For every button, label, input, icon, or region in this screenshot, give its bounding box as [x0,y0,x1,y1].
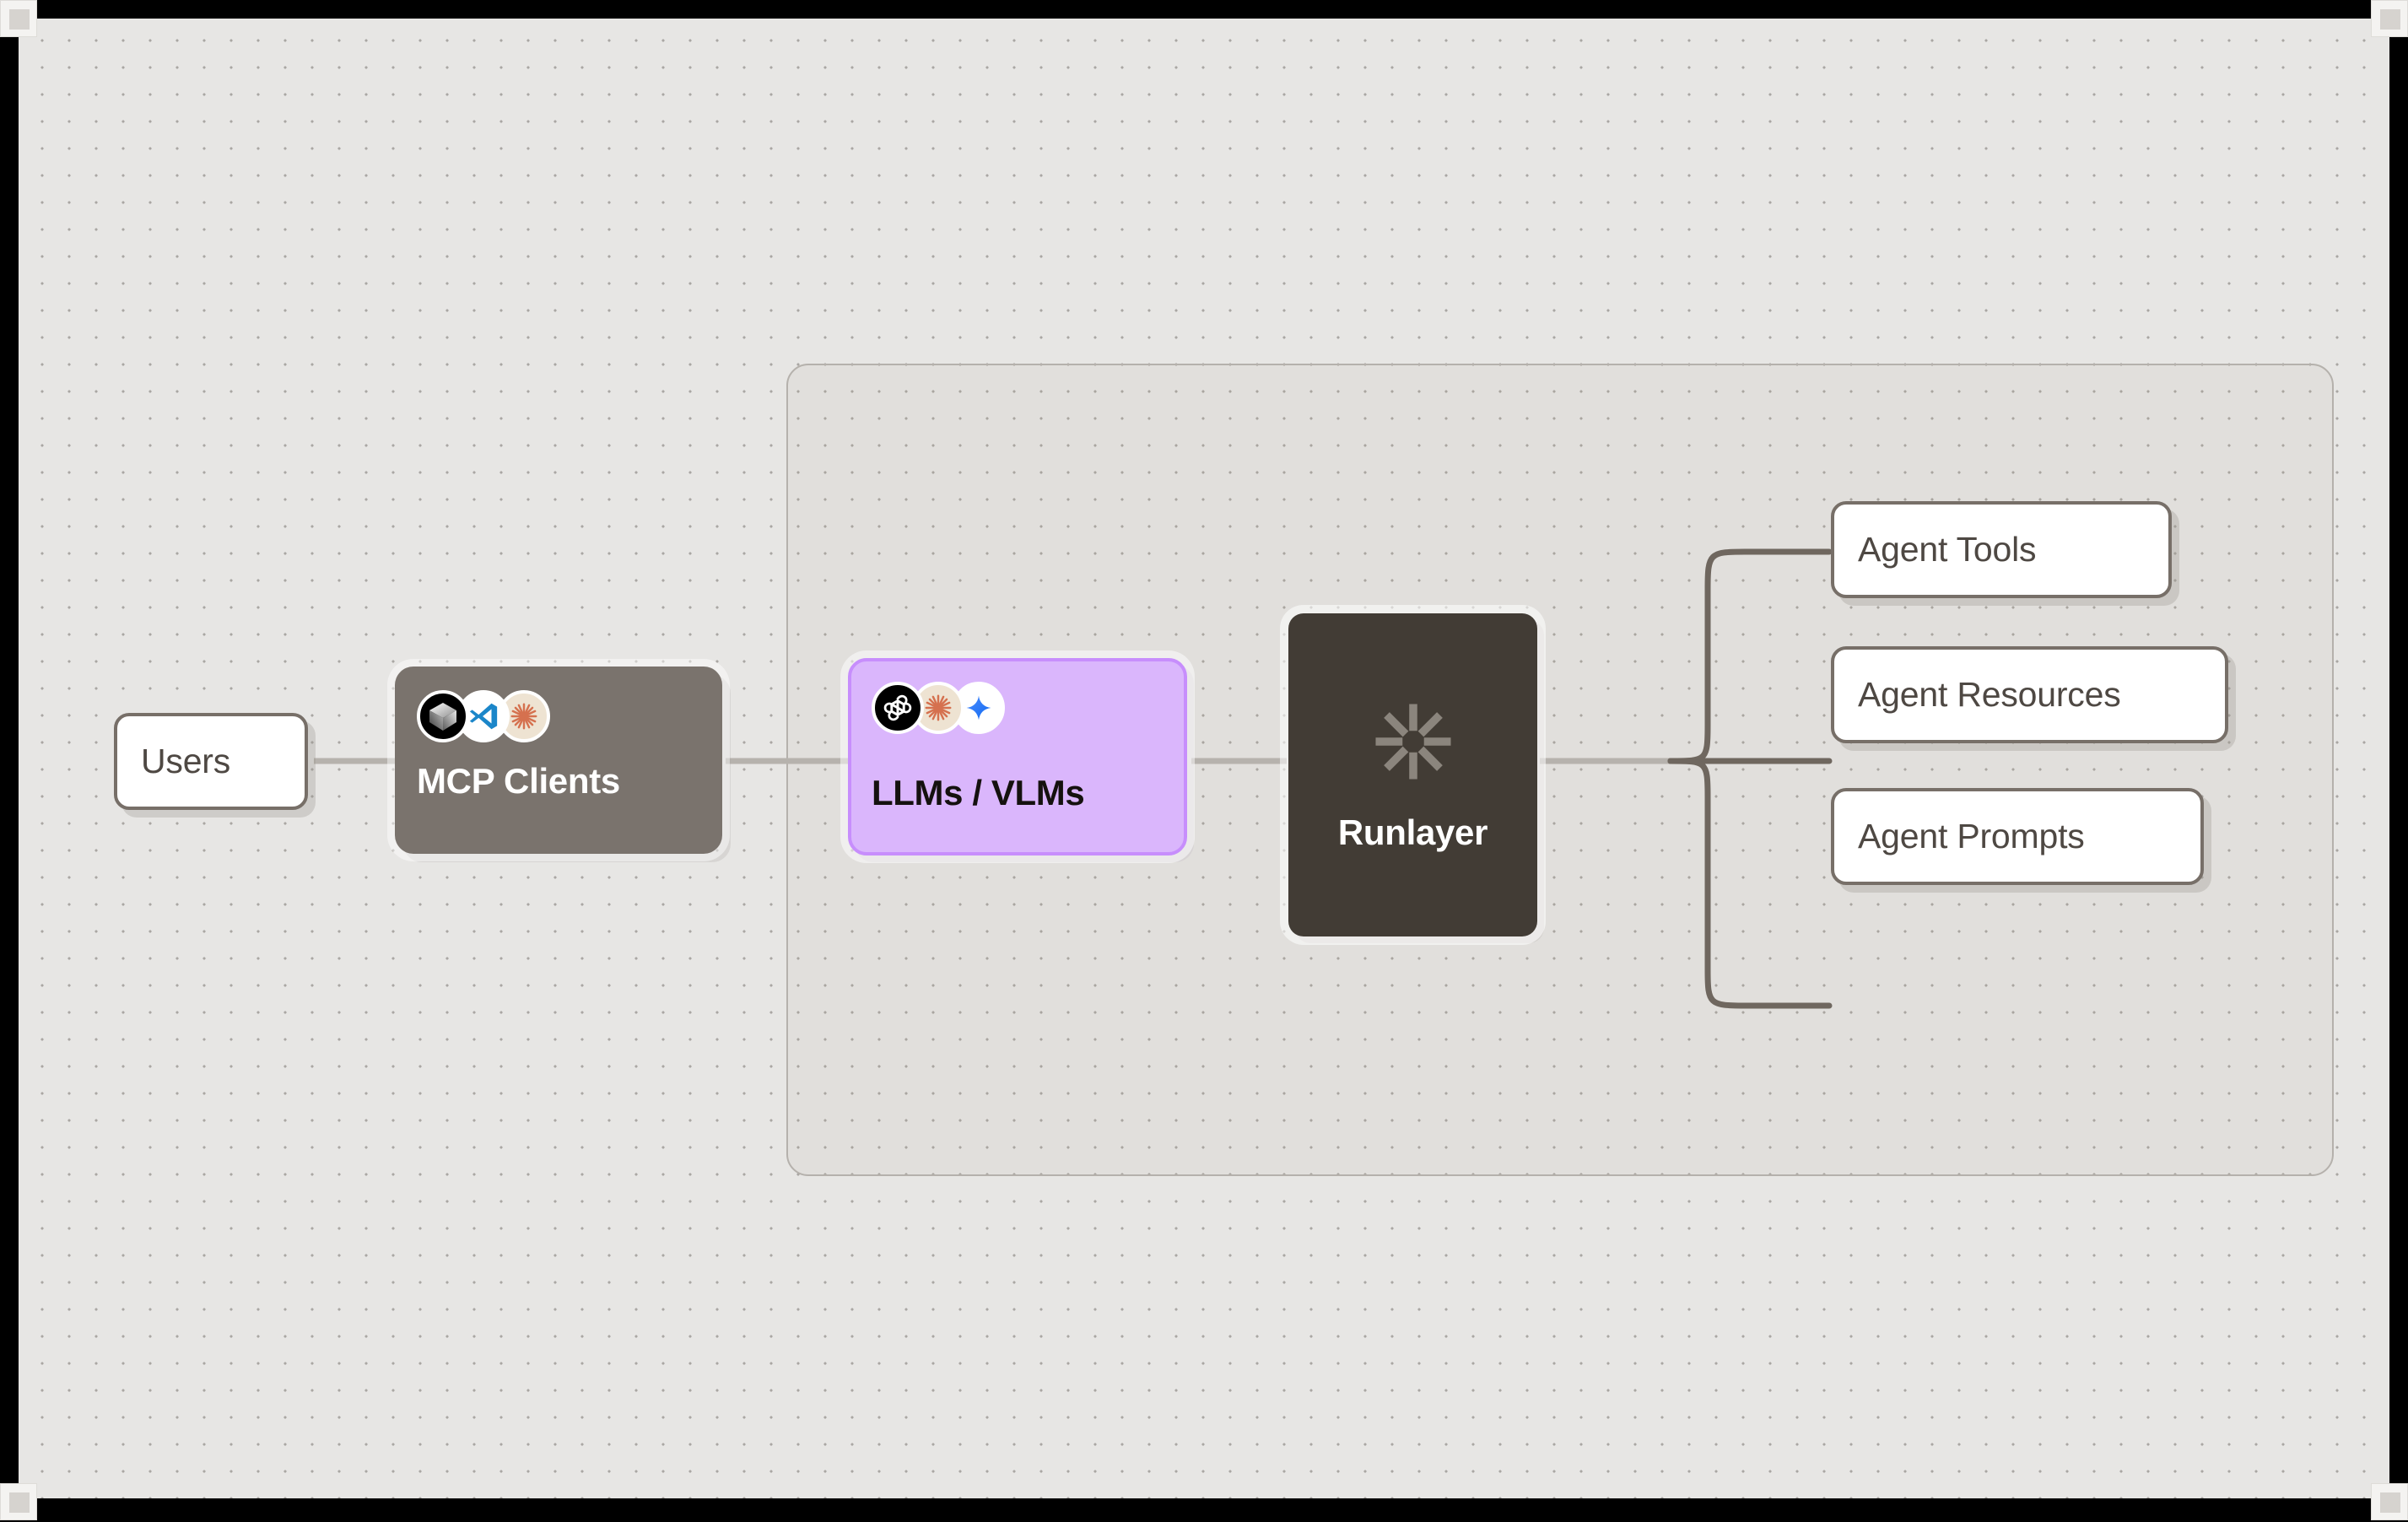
resize-handle-bottom-left[interactable] [0,1483,37,1520]
node-agent-prompts[interactable]: Agent Prompts [1831,788,2204,885]
resize-handle-bottom-right[interactable] [2371,1483,2408,1520]
llms-icon-row [872,680,1164,736]
node-llms-vlms-label: LLMs / VLMs [872,773,1085,812]
mcp-clients-icon-row [417,688,700,744]
node-users[interactable]: Users [114,713,308,810]
resize-handle-top-right[interactable] [2371,0,2408,37]
runlayer-asterisk-icon [1369,697,1458,791]
node-runlayer-label: Runlayer [1337,812,1488,852]
node-llms-vlms[interactable]: LLMs / VLMs [848,658,1187,855]
node-runlayer[interactable]: Runlayer [1288,613,1537,936]
node-agent-resources[interactable]: Agent Resources [1831,646,2228,743]
node-agent-resources-label: Agent Resources [1858,675,2121,714]
cursor-icon [417,690,469,742]
openai-icon [872,682,924,734]
node-agent-tools[interactable]: Agent Tools [1831,501,2172,598]
node-agent-tools-label: Agent Tools [1858,530,2037,569]
resize-handle-top-left[interactable] [0,0,37,37]
node-users-label: Users [141,742,231,780]
diagram-canvas[interactable]: Users [19,19,2389,1498]
node-mcp-clients-label: MCP Clients [417,761,620,801]
node-mcp-clients[interactable]: MCP Clients [395,667,722,854]
node-agent-prompts-label: Agent Prompts [1858,817,2085,855]
